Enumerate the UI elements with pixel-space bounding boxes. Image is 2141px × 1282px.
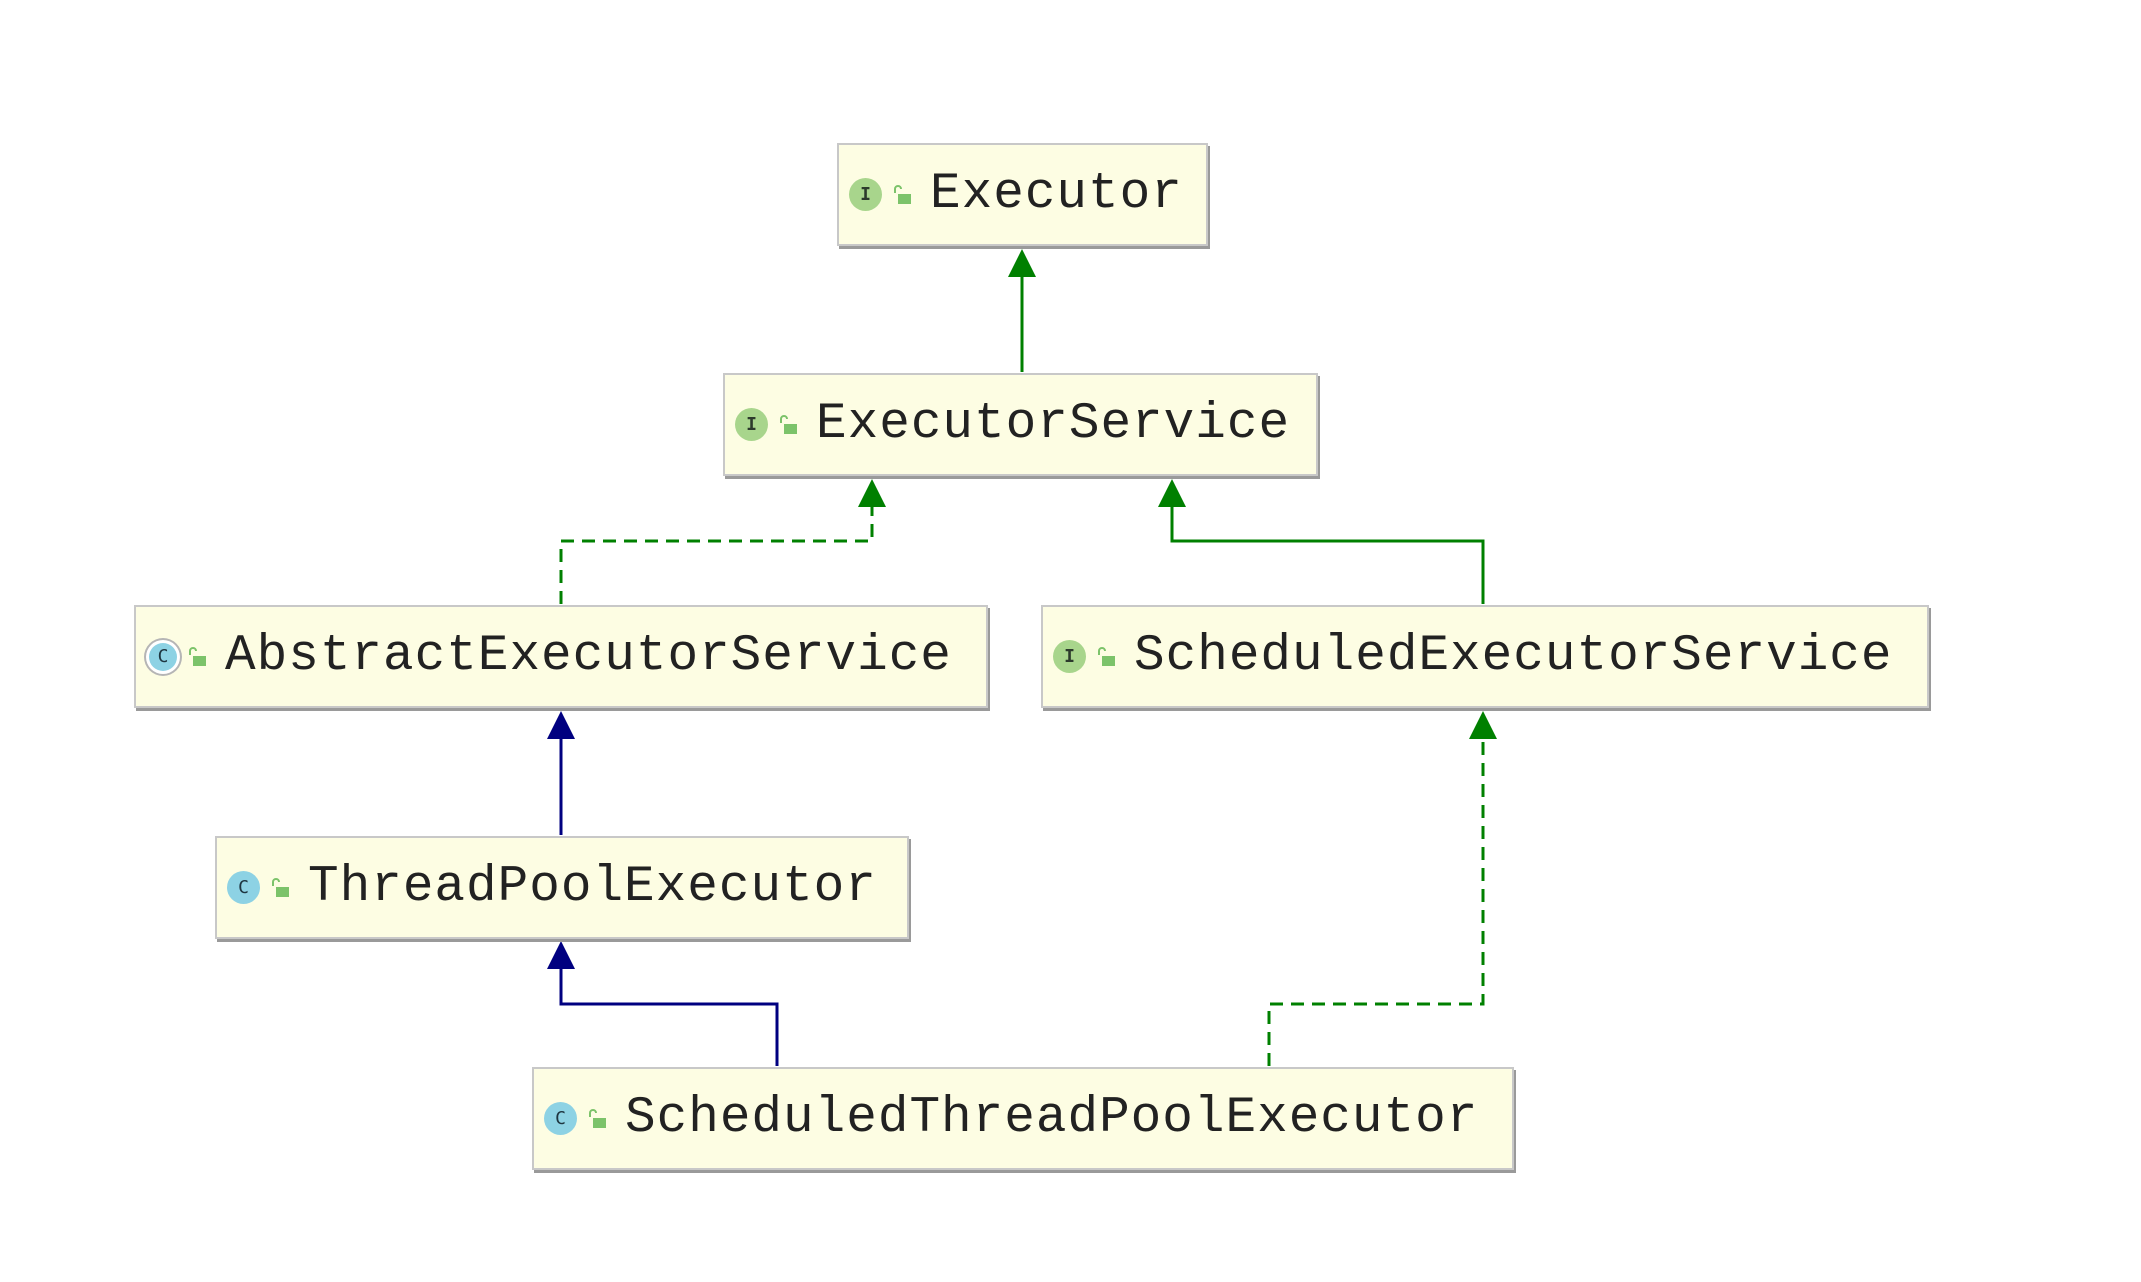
abstract-class-icon: C <box>149 642 177 671</box>
edge-scheduledthreadpoolexecutor-to-scheduledexecutorservice <box>1267 711 1497 1066</box>
node-label: AbstractExecutorService <box>225 628 952 685</box>
class-icon: C <box>544 1102 577 1135</box>
node-label: ExecutorService <box>816 396 1291 453</box>
node-label: ScheduledExecutorService <box>1134 628 1893 685</box>
node-executor[interactable]: I Executor <box>837 143 1208 246</box>
node-label: ThreadPoolExecutor <box>308 859 877 916</box>
public-lock-icon <box>272 877 289 897</box>
arrowhead-icon <box>547 711 575 739</box>
edge-scheduledexecutorservice-to-executorservice <box>1158 479 1485 604</box>
node-threadpoolexecutor[interactable]: C ThreadPoolExecutor <box>215 836 909 939</box>
public-lock-icon <box>1098 646 1115 666</box>
public-lock-icon <box>780 414 797 434</box>
edge-scheduledthreadpoolexecutor-to-threadpoolexecutor <box>547 941 779 1066</box>
arrowhead-icon <box>547 941 575 969</box>
node-label: Executor <box>930 166 1183 223</box>
interface-icon: I <box>849 178 882 211</box>
interface-icon: I <box>735 408 768 441</box>
node-executorservice[interactable]: I ExecutorService <box>723 373 1318 476</box>
arrowhead-icon <box>1158 479 1186 507</box>
public-lock-icon <box>894 184 911 204</box>
node-label: ScheduledThreadPoolExecutor <box>625 1090 1479 1147</box>
node-scheduledexecutorservice[interactable]: I ScheduledExecutorService <box>1041 605 1929 708</box>
public-lock-icon <box>589 1108 606 1128</box>
edge-threadpoolexecutor-to-abstractexecutorservice <box>547 711 575 835</box>
public-lock-icon <box>189 646 206 666</box>
edge-executorservice-to-executor <box>1008 249 1036 372</box>
class-icon: C <box>227 871 260 904</box>
node-scheduledthreadpoolexecutor[interactable]: C ScheduledThreadPoolExecutor <box>532 1067 1514 1170</box>
arrowhead-icon <box>858 479 886 507</box>
node-abstractexecutorservice[interactable]: C AbstractExecutorService <box>134 605 988 708</box>
arrowhead-icon <box>1469 711 1497 739</box>
interface-icon: I <box>1053 640 1086 673</box>
arrowhead-icon <box>1008 249 1036 277</box>
edge-abstractexecutorservice-to-executorservice <box>559 479 886 604</box>
